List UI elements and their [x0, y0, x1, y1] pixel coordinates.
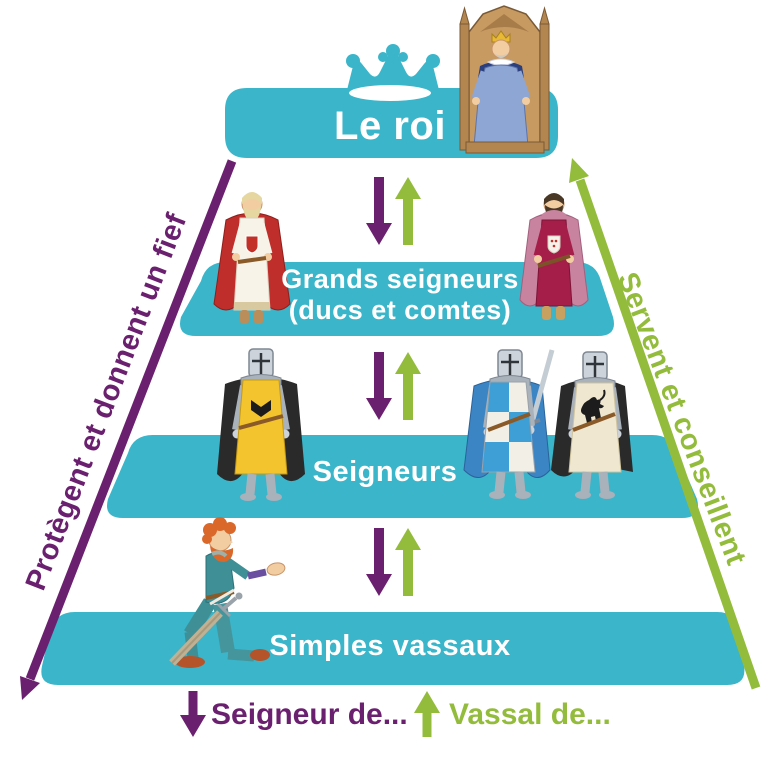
legend-seigneur-label: Seigneur de... [211, 698, 408, 731]
band-vassals [41, 612, 745, 685]
knight-blue-white-surcoat-figure [463, 349, 555, 499]
great-lord-white-robe-figure [213, 192, 291, 324]
kneeling-vassal-figure [169, 517, 286, 668]
legend-down-arrow [180, 691, 206, 737]
knight-cream-lion-surcoat-figure [551, 351, 633, 499]
level-label-king: Le roi [334, 104, 446, 148]
legend-up-arrow [414, 691, 440, 737]
protect-give-fief-arrow [20, 159, 237, 700]
knight-yellow-surcoat-figure [217, 348, 305, 501]
serve-advise-arrow [569, 158, 761, 690]
rank-exchange-arrows-1 [366, 177, 421, 245]
rank-exchange-arrows-2 [366, 352, 421, 420]
great-lords-label-line1: Grands seigneurs [281, 264, 519, 294]
band-great-lords [180, 262, 614, 336]
rank-exchange-arrows-3 [366, 528, 421, 596]
level-label-great-lords: Grands seigneurs (ducs et comtes) [240, 264, 560, 326]
great-lord-crimson-robe-figure [519, 193, 589, 320]
crown-icon [346, 44, 440, 101]
great-lords-label-line2: (ducs et comtes) [288, 295, 512, 325]
level-label-vassals: Simples vassaux [269, 630, 511, 662]
king-on-throne-figure [459, 5, 550, 154]
level-label-lords: Seigneurs [312, 456, 458, 488]
legend-vassal-label: Vassal de... [449, 698, 611, 731]
